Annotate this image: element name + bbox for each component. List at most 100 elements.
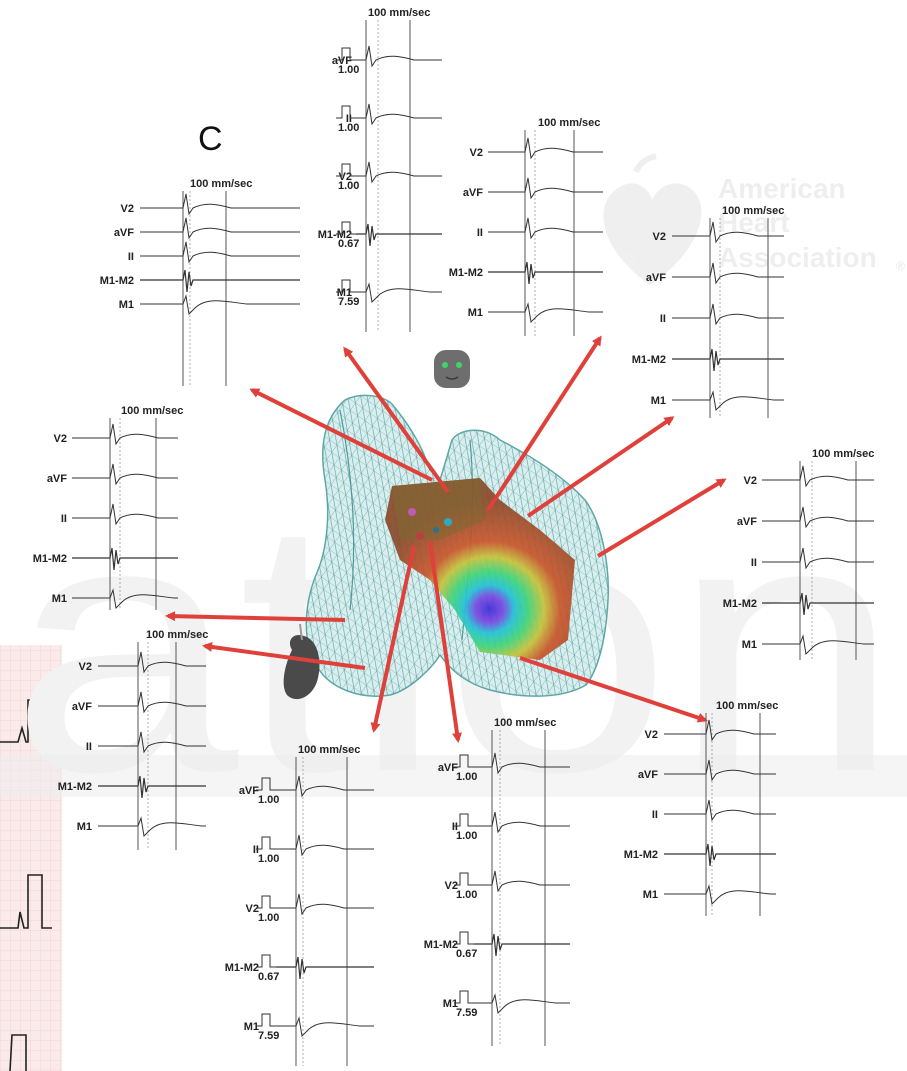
lead-label: II — [751, 557, 757, 569]
ecg-trace-ii — [672, 304, 784, 324]
ecg-trace-ii — [140, 242, 300, 262]
lead-label: aVF — [47, 473, 67, 485]
ecg-trace-m1 — [488, 304, 603, 322]
ecg-trace-m1 — [356, 284, 442, 302]
ecg-trace-m1 — [140, 296, 300, 314]
lead-label: V2 — [653, 231, 666, 243]
heart-logo-watermark: American Heart Association ® — [604, 156, 905, 285]
gain-value: 1.00 — [338, 122, 359, 134]
svg-text:Association: Association — [718, 242, 877, 273]
lead-label: aVF — [638, 769, 658, 781]
ecg-trace-ii — [488, 218, 603, 238]
lead-label: aVF — [463, 187, 483, 199]
catheter-marker — [444, 518, 452, 526]
ecg-trace-v2 — [140, 194, 300, 214]
lead-label: II — [128, 251, 134, 263]
ecg-trace-m1-m2 — [664, 844, 776, 866]
sweep-speed-label: 100 mm/sec — [812, 448, 874, 460]
ecg-trace-avf — [140, 218, 300, 238]
lead-label: V2 — [470, 147, 483, 159]
lead-label: M1 — [52, 593, 67, 605]
svg-text:®: ® — [896, 259, 905, 273]
ecg-trace-m1 — [664, 886, 776, 904]
lead-label: M1-M2 — [424, 939, 458, 951]
ecg-trace-m1 — [276, 1018, 374, 1036]
lead-label: M1-M2 — [100, 275, 134, 287]
gain-value: 1.00 — [258, 853, 279, 865]
svg-text:American: American — [718, 173, 846, 204]
lead-label: M1-M2 — [58, 781, 92, 793]
ecg-trace-avf — [356, 46, 442, 66]
gain-value: 0.67 — [456, 948, 477, 960]
gain-value: 1.00 — [258, 912, 279, 924]
lead-label: M1 — [77, 821, 92, 833]
gain-value: 7.59 — [258, 1030, 279, 1042]
lead-label: M1-M2 — [449, 267, 483, 279]
ecg-trace-v2 — [276, 894, 374, 914]
ecg-trace-m1-m2 — [356, 224, 442, 246]
ecg-trace-m1-m2 — [488, 262, 603, 284]
ecg-trace-v2 — [72, 424, 178, 444]
ecg-trace-m1-m2 — [672, 349, 784, 371]
ecg-trace-v2 — [474, 871, 570, 891]
lead-label: V2 — [79, 661, 92, 673]
lead-label: M1-M2 — [624, 849, 658, 861]
lead-label: II — [652, 809, 658, 821]
gain-value: 1.00 — [338, 180, 359, 192]
panel-letter: C — [198, 120, 223, 158]
lead-label: aVF — [737, 516, 757, 528]
lead-label: M1-M2 — [33, 553, 67, 565]
sweep-speed-label: 100 mm/sec — [146, 629, 208, 641]
lead-label: V2 — [744, 475, 757, 487]
ecg-trace-m1 — [474, 995, 570, 1013]
ecg-trace-m1 — [672, 392, 784, 410]
sweep-speed-label: 100 mm/sec — [368, 7, 430, 19]
lead-label: M1 — [651, 395, 666, 407]
lead-label: II — [477, 227, 483, 239]
sweep-speed-label: 100 mm/sec — [121, 405, 183, 417]
ecg-panel-top: 100 mm/secaVF1.00II1.00V21.00M1-M20.67M1… — [318, 7, 442, 332]
lead-label: V2 — [645, 729, 658, 741]
lead-label: M1 — [468, 307, 483, 319]
calibration-pulse — [256, 955, 276, 967]
sweep-speed-label: 100 mm/sec — [494, 717, 556, 729]
catheter-marker — [433, 527, 439, 533]
lead-label: aVF — [114, 227, 134, 239]
gain-value: 0.67 — [258, 971, 279, 983]
catheter-marker — [416, 532, 424, 540]
gain-value: 1.00 — [338, 64, 359, 76]
calibration-pulse — [256, 896, 276, 908]
lead-label: M1 — [643, 889, 658, 901]
ecg-trace-v2 — [488, 138, 603, 158]
lead-label: II — [86, 741, 92, 753]
ecg-trace-m1-m2 — [140, 270, 300, 292]
lead-label: V2 — [121, 203, 134, 215]
ecg-panel-upper-mid-right: 100 mm/secV2 aVF II M1-M2M1 — [449, 117, 603, 336]
ecg-trace-m1-m2 — [276, 957, 374, 979]
sweep-speed-label: 100 mm/sec — [538, 117, 600, 129]
ecg-trace-avf — [488, 178, 603, 198]
sweep-speed-label: 100 mm/sec — [190, 178, 252, 190]
sweep-speed-label: 100 mm/sec — [298, 744, 360, 756]
lead-label: II — [61, 513, 67, 525]
sweep-speed-label: 100 mm/sec — [716, 700, 778, 712]
lead-label: aVF — [646, 272, 666, 284]
gain-value: 1.00 — [456, 830, 477, 842]
gain-value: 1.00 — [456, 889, 477, 901]
lead-label: aVF — [239, 785, 259, 797]
catheter-marker — [408, 508, 416, 516]
sweep-speed-label: 100 mm/sec — [722, 205, 784, 217]
gain-value: 7.59 — [338, 296, 359, 308]
lead-label: M1-M2 — [632, 354, 666, 366]
lead-label: M1-M2 — [723, 598, 757, 610]
gain-value: 1.00 — [456, 771, 477, 783]
ecg-trace-v2 — [356, 162, 442, 182]
lead-label: V2 — [54, 433, 67, 445]
lead-label: II — [660, 313, 666, 325]
head-orientation-icon — [434, 350, 470, 388]
lead-label: M1 — [742, 639, 757, 651]
gain-value: 0.67 — [338, 238, 359, 250]
